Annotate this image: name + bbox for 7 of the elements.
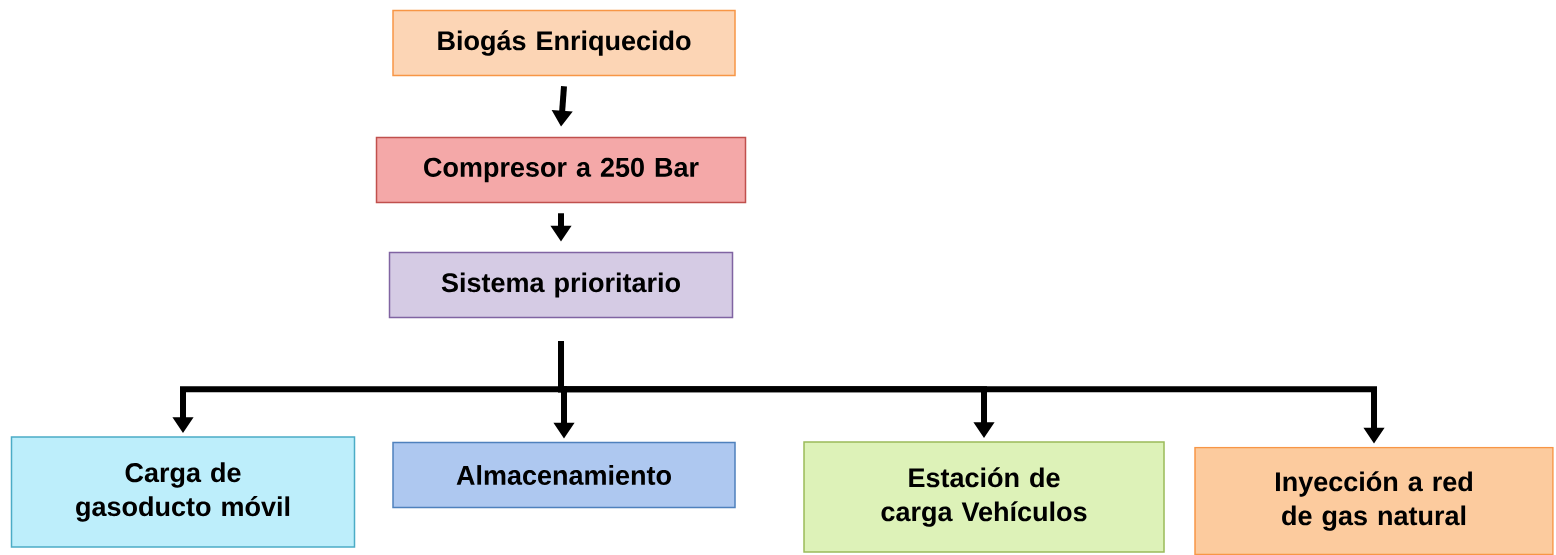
process-box: Almacenamiento [392,441,736,509]
process-box: Compresor a 250 Bar [375,136,747,204]
process-box: Biogás Enriquecido [392,9,736,77]
process-box: Inyección a red de gas natural [1194,446,1554,555]
process-box: Sistema prioritario [388,251,734,319]
process-box: Carga de gasoducto móvil [10,436,356,548]
process-box: Estación de carga Vehículos [803,441,1165,553]
